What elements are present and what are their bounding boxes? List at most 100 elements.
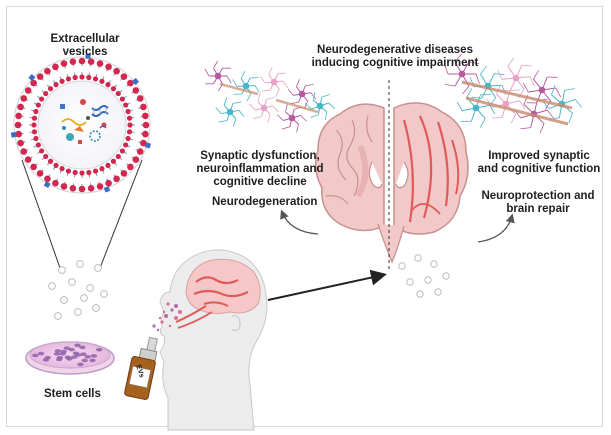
stem-cell: [54, 349, 62, 353]
right-effects-label: Improved synaptic and cognitive function: [477, 150, 601, 175]
dendrite-branch: [204, 68, 210, 77]
dendrite-branch: [232, 118, 237, 127]
lipid-head: [86, 74, 92, 81]
dendrite-branch: [257, 93, 261, 102]
vesicle-particle: [430, 260, 438, 268]
lipid-head: [17, 139, 24, 147]
vesicle-particle: [80, 294, 88, 302]
secreted-vesicles: [48, 260, 108, 320]
stem-cell: [89, 358, 96, 363]
mist-droplet: [168, 324, 172, 328]
lipid-head: [59, 166, 65, 172]
dendrite-branch: [510, 113, 516, 124]
dendrite-branch: [310, 92, 317, 100]
dendrite-branch: [555, 87, 562, 98]
lipid-head: [60, 183, 68, 190]
dendrite-branch: [304, 103, 312, 110]
vesicle-particle: [68, 278, 76, 286]
lipid-head: [96, 60, 104, 67]
dendrite-branch: [223, 97, 228, 106]
lipid-head: [47, 86, 54, 92]
delivered-vesicles: [398, 254, 450, 298]
dendrite-branch: [232, 101, 242, 104]
lipid-head: [39, 148, 45, 154]
vesicle-particle: [424, 276, 432, 284]
dendrite-branch: [213, 60, 218, 69]
lipid-head: [136, 148, 144, 155]
dendrite-branch: [238, 110, 245, 117]
lipid-head: [36, 170, 44, 177]
zoom-lines: [21, 159, 143, 269]
lipid-head: [86, 169, 92, 176]
mist-droplet: [164, 314, 168, 318]
lipid-head: [92, 76, 99, 82]
stem-cell: [72, 351, 80, 356]
neuroprotection-label: Neuroprotection and brain repair: [481, 190, 595, 215]
surface-protein: [10, 131, 17, 138]
vesicle-particle: [94, 264, 102, 272]
lipid-head: [115, 90, 121, 97]
lipid-head: [120, 170, 128, 177]
lipid-head: [125, 108, 131, 115]
stem-cell: [81, 358, 88, 363]
lipid-head: [96, 183, 104, 190]
neurodegeneration-label: Neurodegeneration: [212, 196, 318, 208]
mist-droplet: [174, 304, 178, 308]
disease-title: Neurodegenerative diseases inducing cogn…: [311, 44, 479, 69]
neuron-soma: [270, 78, 278, 86]
stem-cell: [37, 351, 45, 356]
delivery-arrow: [267, 269, 387, 301]
dendrite-branch: [574, 99, 583, 108]
lipid-head: [17, 103, 24, 111]
lipid-head: [99, 78, 105, 84]
dendrite-branch: [254, 85, 260, 93]
lipid-head: [123, 102, 129, 108]
healthy-neuron-network: [444, 53, 583, 134]
surface-protein: [131, 77, 140, 85]
dendrite-branch: [533, 70, 540, 80]
lipid-head: [140, 103, 147, 111]
vesicle-particle: [48, 282, 56, 290]
lipid-head: [78, 185, 86, 193]
dendrite-branch: [272, 105, 279, 113]
nasal-spray-mist: [152, 302, 182, 332]
lipid-head: [126, 115, 133, 121]
mist-droplet: [170, 308, 174, 312]
vesicle-particle: [92, 304, 100, 312]
lipid-head: [125, 135, 131, 142]
lipid-head: [142, 112, 149, 120]
dendrite-branch: [462, 85, 470, 95]
dendrite-branch: [507, 57, 514, 67]
surface-protein: [144, 142, 152, 149]
vesicle-particle: [86, 284, 94, 292]
lipid-head: [31, 115, 38, 121]
neuron-soma: [288, 114, 296, 122]
lipid-head: [136, 95, 144, 102]
neuron-soma: [538, 86, 546, 94]
lipid-head: [105, 63, 112, 71]
dendrite-branch: [480, 65, 487, 75]
dendrite-branch: [444, 84, 456, 87]
lipid-head: [31, 122, 37, 128]
dendrite-branch: [267, 114, 271, 123]
lipid-head: [35, 102, 41, 108]
stem-cell: [68, 347, 75, 352]
lipid-head: [119, 148, 125, 154]
lipid-head: [53, 82, 59, 88]
mist-droplet: [178, 310, 182, 314]
dendrite-branch: [564, 88, 575, 91]
dendrite-branch: [324, 111, 328, 121]
vesicle-particle: [74, 308, 82, 316]
lipid-head: [30, 163, 37, 171]
stem-cell: [90, 354, 98, 358]
stem-cell: [80, 352, 87, 356]
lipid-head: [20, 95, 28, 102]
neuroprotection-arrow: [477, 213, 515, 243]
neuron-soma: [458, 70, 466, 78]
stem-cells-label: Stem cells: [44, 388, 101, 400]
stem-cell: [42, 358, 50, 362]
lipid-head: [33, 108, 39, 115]
vesicle-particle: [406, 278, 414, 286]
dendrite-branch: [568, 113, 573, 123]
dendrite-branch: [475, 73, 480, 84]
